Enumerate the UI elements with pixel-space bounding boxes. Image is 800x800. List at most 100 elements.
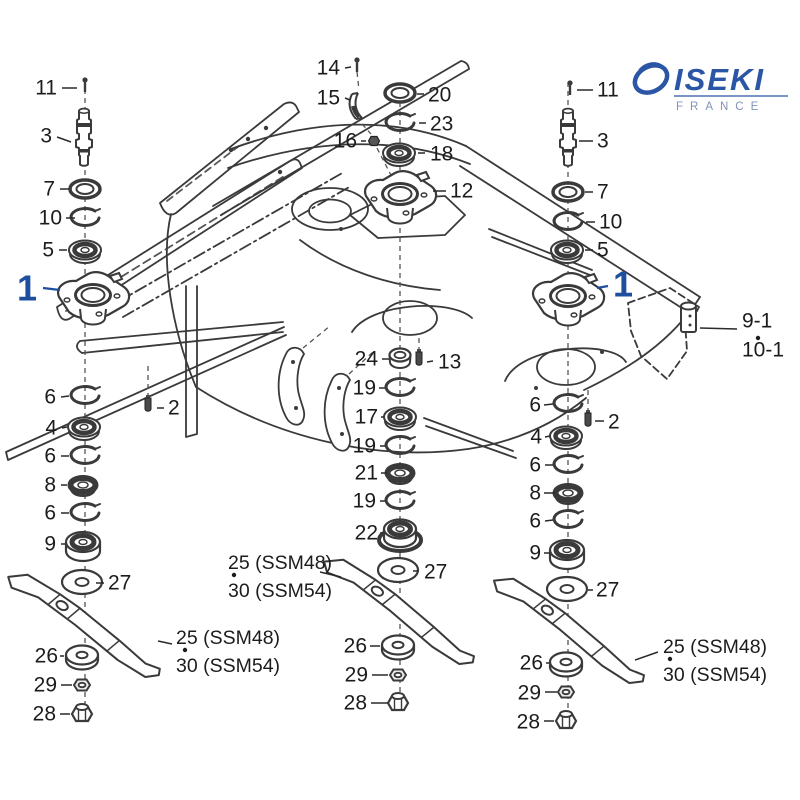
gauge-bracket-bushing [680,301,697,333]
callout-7-left: 7 [43,178,55,201]
callout-3-left: 3 [40,125,52,148]
callout-15: 15 [317,87,340,110]
callout-6-right-b: 6 [529,454,541,477]
bearing-part-17 [384,408,416,431]
callout-13: 13 [438,351,461,374]
callout-10-right: 10 [599,211,622,234]
hanger-claw-right [323,372,352,452]
callout-6-left-c: 6 [44,502,56,525]
callout-2-right: 2 [608,411,620,434]
bearing-part-9-right [550,540,584,569]
callout-22: 22 [355,522,378,545]
callout-11-left: 11 [35,77,57,100]
washer-part-26-middle [380,634,416,661]
callout-2-left: 2 [168,397,180,420]
cap-part-24 [388,347,412,370]
left-spindle-parts [0,76,173,723]
bearing-part-4-left [68,418,100,441]
callout-27-right: 27 [596,579,619,602]
callout-labels: 11 3 7 10 5 1 6 2 4 6 8 6 9 27 25 (SSM48… [17,57,784,734]
bearing-part-5-right [551,241,583,264]
callout-6-left-b: 6 [44,445,56,468]
callout-27-middle: 27 [424,561,447,584]
bearing-part-18 [383,144,415,167]
callout-24: 24 [355,348,379,371]
callout-28-right: 28 [517,711,540,734]
seal-part-7-left [68,178,102,200]
callout-7-right: 7 [597,181,609,204]
logo-country-text: FRANCE [676,101,765,113]
seal-part-7-right [551,181,585,203]
pin-part-14 [353,56,361,74]
callout-26-middle: 26 [344,635,367,658]
callout-5-right: 5 [597,239,609,262]
callout-9-right: 9 [529,542,541,565]
callout-8-left: 8 [44,474,56,497]
callout-18: 18 [430,143,453,166]
leader-lines [42,66,761,722]
bearing-part-22 [379,520,421,552]
callout-4-right: 4 [530,426,542,449]
bolt-part-13 [415,348,423,366]
callout-25-ssm48-middle: 25 (SSM48) [228,552,332,574]
callout-28-middle: 28 [344,692,367,715]
ring-part-8-right [556,486,581,504]
iseki-logo-icon [632,62,670,95]
seal-part-20 [383,82,417,104]
callout-4-left: 4 [45,417,57,440]
callout-25-ssm48-right: 25 (SSM48) [663,636,767,658]
callout-30-ssm54-left: 30 (SSM54) [176,655,280,677]
callout-26-right: 26 [520,652,543,675]
callout-29-middle: 29 [345,664,368,687]
callout-30-ssm54-right: 30 (SSM54) [663,664,767,686]
callout-19-a: 19 [353,377,376,400]
nut-part-29-right [557,685,575,699]
callout-21: 21 [355,462,378,485]
flange-housing-part-1-left [56,270,131,326]
callout-30-ssm54-middle: 30 (SSM54) [228,580,332,602]
callout-29-left: 29 [34,674,57,697]
washer-part-26-left [64,644,100,671]
washer-part-26-right [548,651,584,678]
callout-11-right: 11 [597,79,619,102]
middle-spindle-parts [311,56,487,712]
nut-part-28-left [70,702,94,723]
hanger-claw-left [277,346,306,426]
callout-17: 17 [355,406,378,429]
callout-10-1: 10-1 [742,339,784,362]
washer-part-27-left [60,568,104,596]
callout-20: 20 [428,84,451,107]
callout-9-left: 9 [44,533,56,556]
bearing-part-9-left [66,532,100,561]
callout-6-right-a: 6 [529,394,541,417]
ring-part-21 [388,466,413,484]
nut-part-28-middle [386,691,410,712]
bearing-part-4-right [550,427,582,450]
mower-deck-line-art [5,60,701,461]
callout-9-1: 9-1 [742,310,772,333]
spindle-shaft-part-3-left [75,107,93,167]
washer-part-27-right [545,575,589,603]
flange-housing-part-1-right [531,271,606,327]
callout-10-left: 10 [39,207,62,230]
bearing-part-5-left [69,241,101,264]
callout-16: 16 [334,130,357,153]
spindle-shaft-part-3-right [559,107,577,167]
callout-5-left: 5 [42,239,54,262]
callout-1-left: 1 [17,268,37,309]
logo-brand-text: ISEKI [674,62,765,97]
callout-3-right: 3 [597,130,609,153]
nut-part-29-middle [389,668,407,682]
callout-26-left: 26 [35,645,58,668]
flange-housing-part-12 [363,169,438,225]
callout-27-left: 27 [108,572,131,595]
iseki-france-logo: ISEKI FRANCE [632,62,788,113]
callout-1-right: 1 [613,264,633,305]
callout-12: 12 [450,180,473,203]
callout-6-right-c: 6 [529,510,541,533]
nut-part-28-right [554,709,578,730]
ring-part-8-left [71,478,96,496]
pin-part-11-left [81,76,89,94]
callout-29-right: 29 [518,682,541,705]
